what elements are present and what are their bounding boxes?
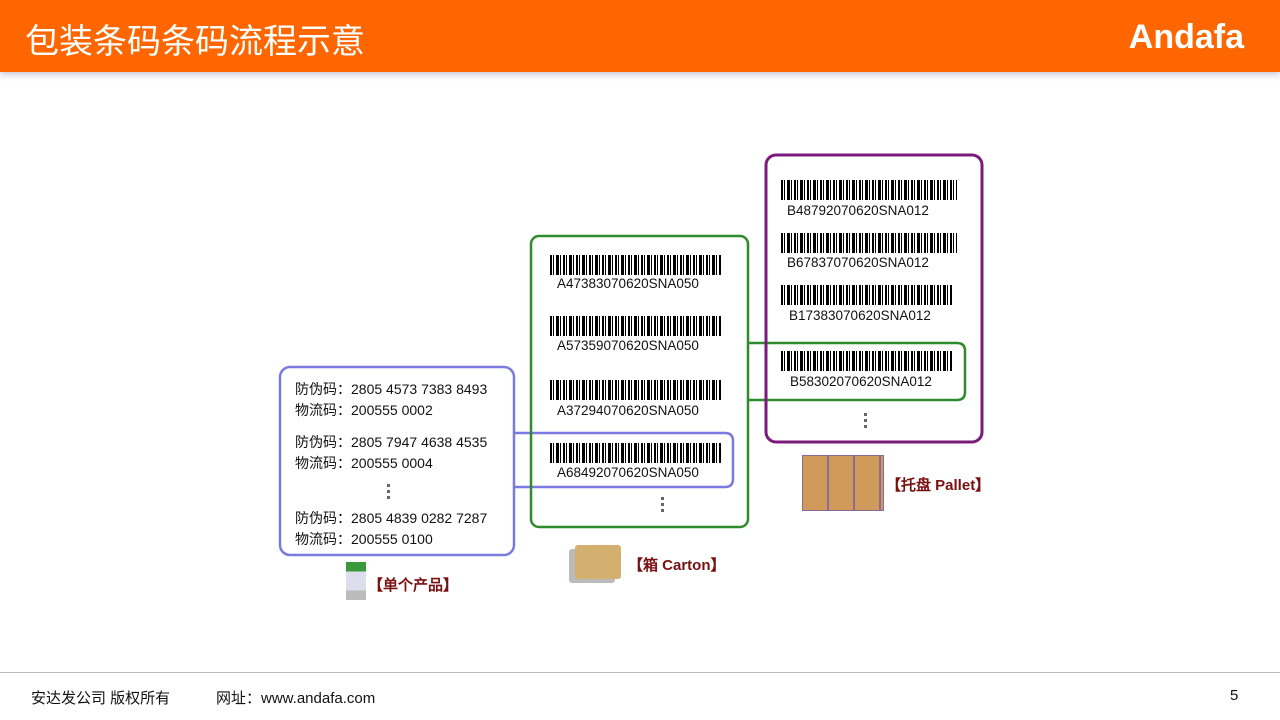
product-label: 【单个产品】 [368,577,459,594]
pallet-label: 【托盘 Pallet】 [886,477,991,494]
barcode-icon [781,351,953,371]
carton-label: 【箱 Carton】 [628,557,726,574]
pallet-code-4: B58302070620SNA012 [790,374,932,389]
barcode-icon [550,380,722,400]
logistics-code-2: 物流码：200555 0004 [295,455,433,471]
barcode-icon [550,316,722,336]
pallet-stack-icon [802,455,884,511]
pallet-code-1: B48792070620SNA012 [787,203,929,218]
andafa-logo: Andafa [1128,18,1244,56]
ellipsis-icon [661,497,664,515]
page-number: 5 [1230,687,1239,704]
footer-divider [0,672,1280,673]
anti-fake-code-3: 防伪码：2805 4839 0282 7287 [295,510,488,526]
anti-fake-code-2: 防伪码：2805 7947 4638 4535 [295,434,488,450]
ellipsis-icon [387,484,390,502]
carton-box [529,234,750,529]
pallet-code-2: B67837070620SNA012 [787,255,929,270]
carton-box-icon [575,545,621,579]
barcode-icon [781,233,957,253]
barcode-icon [550,443,722,463]
carton-to-pallet-connector [748,341,967,402]
anti-fake-code-1: 防伪码：2805 4573 7383 8493 [295,381,488,397]
footer-website: 网址：www.andafa.com [216,690,376,707]
logistics-code-1: 物流码：200555 0002 [295,402,433,418]
carton-code-4: A68492070620SNA050 [557,465,699,480]
ellipsis-icon [864,413,867,431]
footer-copyright: 安达发公司 版权所有 [31,690,171,707]
pallet-code-3: B17383070620SNA012 [789,308,931,323]
pallet-box [764,153,984,444]
product-bottle-icon [346,562,366,600]
barcode-icon [781,180,957,200]
barcode-icon [781,285,953,305]
carton-code-2: A57359070620SNA050 [557,338,699,353]
header-bar: 包装条码条码流程示意 Andafa [0,0,1280,72]
page-title: 包装条码条码流程示意 [25,22,365,62]
carton-code-1: A47383070620SNA050 [557,276,699,291]
logistics-code-3: 物流码：200555 0100 [295,531,433,547]
product-to-carton-connector [514,431,735,489]
barcode-icon [550,255,722,275]
carton-code-3: A37294070620SNA050 [557,403,699,418]
product-box [278,365,516,557]
